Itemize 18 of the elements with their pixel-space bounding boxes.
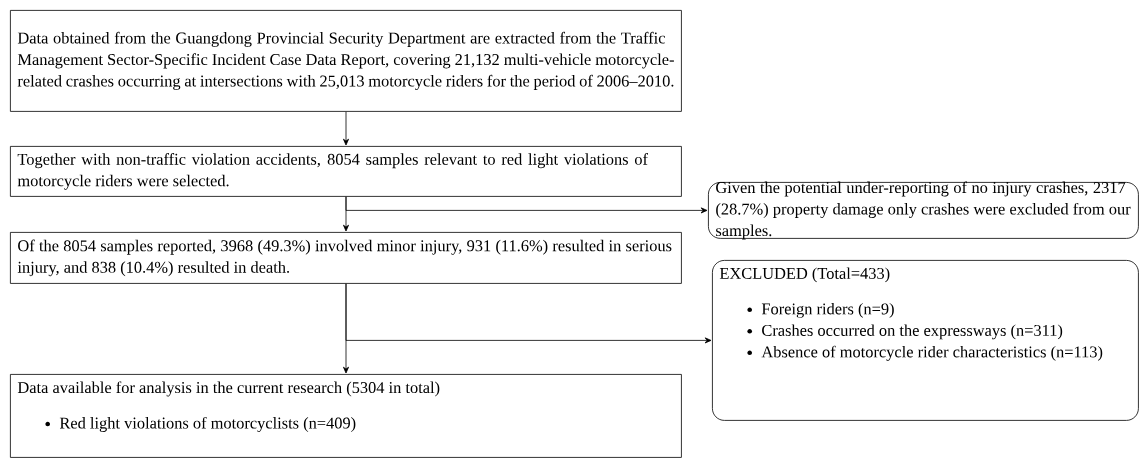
arrow [343,111,349,146]
process-box [10,10,682,112]
box-text: Data available for analysis in the current research (5304 in total) [17,381,440,397]
bullet-item: Foreign riders (n=9) [747,302,894,318]
box-text: Given the potential under-reporting of no injury crashes, 2317 (28.7%) property damage only crashes were excluded from our samples. [716,181,1131,240]
bullet-item: Crashes occurred on the expressways (n=311) [747,324,1063,340]
process-box [10,374,682,458]
arrow [345,283,712,344]
box-text: Data obtained from the Guangdong Provincial Security Department are extracted from the Traffic Management Sector-Specific Incident Case Data Report, covering 21,132 multi-vehicle motorcycle-related crashes occurring at intersections with 25,013 motorcycle riders for the period of 2006–2010. [17,31,674,90]
arrow [345,196,708,214]
box-text: Together with non-traffic violation accidents, 8054 samples relevant to red light violations of motorcycle riders were selected. [17,153,648,190]
bullet-item: Red light violations of motorcyclists (n=409) [45,416,356,432]
rounded-box [712,260,1139,421]
process-box [10,232,682,284]
box-text: EXCLUDED (Total=433) [719,267,890,283]
box-text: Of the 8054 samples reported, 3968 (49.3%) involved minor injury, 931 (11.6%) resulted in serious injury, and 838 (10.4%) resulted in death. [17,239,672,277]
bullet-item: Absence of motorcycle rider characteristics (n=113) [747,345,1103,361]
process-box [10,146,682,197]
